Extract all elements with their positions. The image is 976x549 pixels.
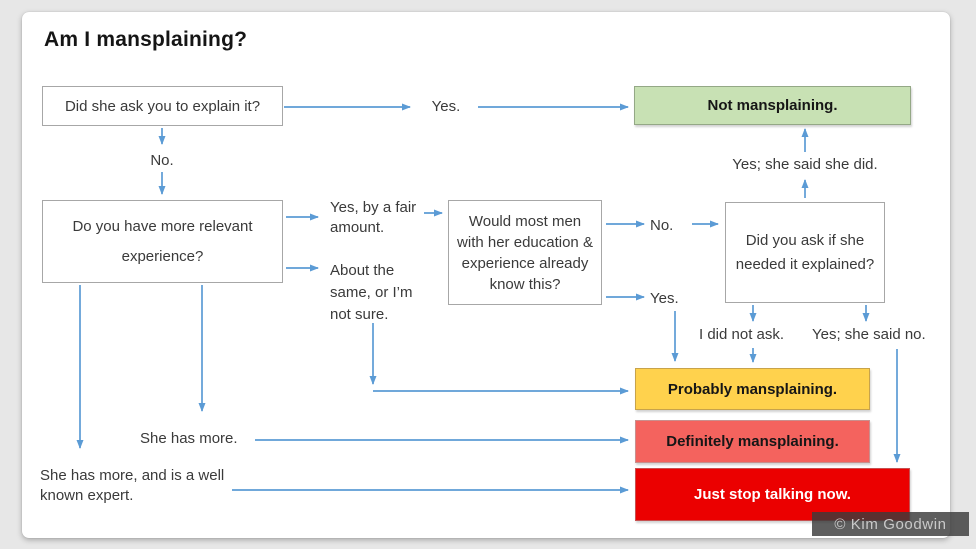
edge-label-she-has-more-expert: She has more, and is a well known expert… [40, 467, 225, 504]
edge-label-about-the-same: About the same, or I’m not sure. [330, 262, 413, 323]
page-title: Am I mansplaining? [44, 28, 248, 51]
result-probably-mansplaining: Probably mansplaining. [635, 368, 870, 410]
result-not-mansplaining: Not mansplaining. [634, 86, 911, 125]
edge-label-yes: Yes. [431, 98, 461, 115]
edge-label-yes-she-said-no: Yes; she said no. [812, 326, 926, 343]
node-did-you-ask: Did you ask if she needed it explained? [725, 202, 885, 303]
edge-label-no: No. [150, 152, 174, 169]
edge-label-no-most-men: No. [650, 217, 674, 234]
node-did-she-ask: Did she ask you to explain it? [42, 86, 283, 126]
node-more-experience: Do you have more relevant experience? [42, 200, 283, 283]
result-definitely-mansplaining: Definitely mansplaining. [635, 420, 870, 463]
node-most-men-know: Would most men with her education & expe… [448, 200, 602, 305]
edge-label-i-did-not-ask: I did not ask. [699, 326, 785, 343]
edge-label-yes-most-men: Yes. [650, 290, 679, 307]
edge-label-she-has-more: She has more. [140, 430, 238, 447]
edge-label-yes-by-fair-amount: Yes, by a fair amount. [330, 199, 417, 236]
copyright-watermark: © Kim Goodwin [812, 512, 969, 536]
edge-label-yes-she-said-she-did: Yes; she said she did. [732, 156, 878, 173]
